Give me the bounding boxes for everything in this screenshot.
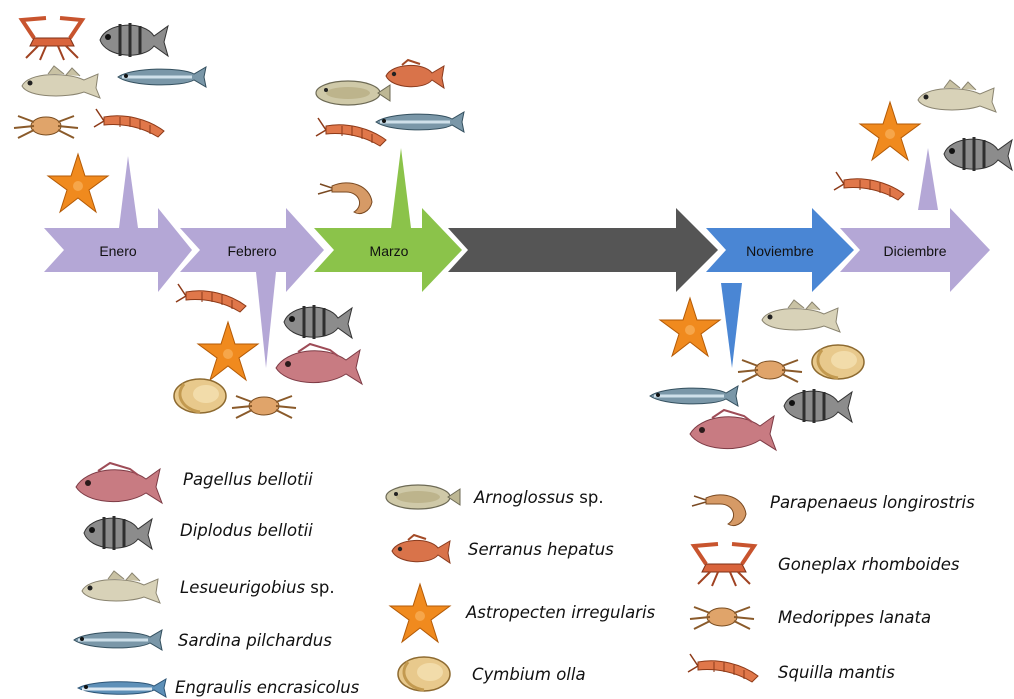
timeline-arrows	[44, 208, 990, 292]
goby-icon	[22, 66, 100, 98]
goby-icon	[762, 300, 840, 332]
squilla-icon	[834, 172, 904, 200]
legend-label-astropecten-irregularis: Astropecten irregularis	[466, 603, 655, 622]
squilla-icon	[176, 284, 246, 312]
species-group-enero	[14, 18, 206, 212]
diplodus-icon	[100, 23, 168, 57]
legend-label-sardina-pilchardus: Sardina pilchardus	[178, 631, 332, 650]
diplodus-icon	[284, 305, 352, 339]
species-group-noviembre	[650, 298, 864, 450]
pagellus-icon	[276, 344, 362, 384]
legend-label-medorippes-lanata: Medorippes lanata	[778, 608, 931, 627]
month-label-diciembre: Diciembre	[883, 243, 946, 259]
legend-label-parapenaeus-longirostris: Parapenaeus longirostris	[770, 493, 975, 512]
diplodus-icon	[784, 389, 852, 423]
sardine-icon	[118, 67, 206, 87]
spike-febrero	[256, 272, 276, 368]
legend-diplodus-icon	[84, 516, 152, 550]
month-arrow-gap	[448, 208, 718, 292]
legend-label-cymbium-olla: Cymbium olla	[472, 665, 586, 684]
spike-marzo	[391, 148, 411, 228]
cymbium-icon	[812, 345, 864, 379]
legend-arnoglossus-icon	[386, 485, 460, 509]
diplodus-icon	[944, 137, 1012, 171]
legend-label-lesueurigobius: Lesueurigobius sp.	[180, 578, 335, 597]
starfish-icon	[660, 298, 720, 356]
sardine-icon	[650, 386, 738, 406]
legend-label-squilla-mantis: Squilla mantis	[778, 663, 895, 682]
legend-label-diplodus-bellotii: Diplodus bellotii	[180, 521, 313, 540]
month-label-enero: Enero	[99, 243, 137, 259]
legend-pagellus-icon	[76, 463, 162, 503]
shrimp-icon	[318, 183, 372, 214]
goby-icon	[918, 80, 996, 112]
legend-cymbium-icon	[398, 657, 450, 691]
starfish-icon	[860, 102, 920, 160]
legend-serranus-icon	[392, 535, 450, 563]
month-label-noviembre: Noviembre	[746, 243, 814, 259]
legend-label-engraulis-encrasicolus: Engraulis encrasicolus	[175, 678, 359, 697]
legend-label-arnoglossus: Arnoglossus sp.	[474, 488, 604, 507]
legend-icons	[74, 463, 758, 697]
crab-icon	[738, 360, 802, 382]
month-label-marzo: Marzo	[370, 243, 409, 259]
legend-label-goneplax-rhomboides: Goneplax rhomboides	[778, 555, 959, 574]
legend-goby-icon	[82, 571, 160, 603]
legend-goneplax-icon	[694, 544, 754, 586]
legend-squilla-icon	[688, 654, 758, 682]
legend-crab-icon	[690, 607, 754, 629]
spike-enero	[119, 156, 138, 228]
goneplax-icon	[22, 18, 82, 60]
month-label-febrero: Febrero	[227, 243, 276, 259]
starfish-icon	[198, 322, 258, 380]
spike-noviembre	[721, 283, 742, 368]
spike-diciembre	[918, 148, 938, 210]
cymbium-icon	[174, 379, 226, 413]
serranus-icon	[386, 60, 444, 88]
legend-anchovy-icon	[78, 679, 166, 697]
legend-label-pagellus-bellotii: Pagellus bellotii	[183, 470, 313, 489]
crab-icon	[232, 396, 296, 418]
starfish-icon	[48, 154, 108, 212]
squilla-icon	[94, 109, 164, 137]
crab-icon	[14, 116, 78, 138]
legend-starfish-icon	[390, 584, 450, 642]
legend-sardine-icon	[74, 630, 162, 650]
species-group-marzo	[316, 60, 464, 214]
legend-shrimp-icon	[692, 495, 746, 526]
legend-label-serranus-hepatus: Serranus hepatus	[468, 540, 614, 559]
pagellus-icon	[690, 410, 776, 450]
arnoglossus-icon	[316, 81, 390, 105]
sardine-icon	[376, 112, 464, 132]
